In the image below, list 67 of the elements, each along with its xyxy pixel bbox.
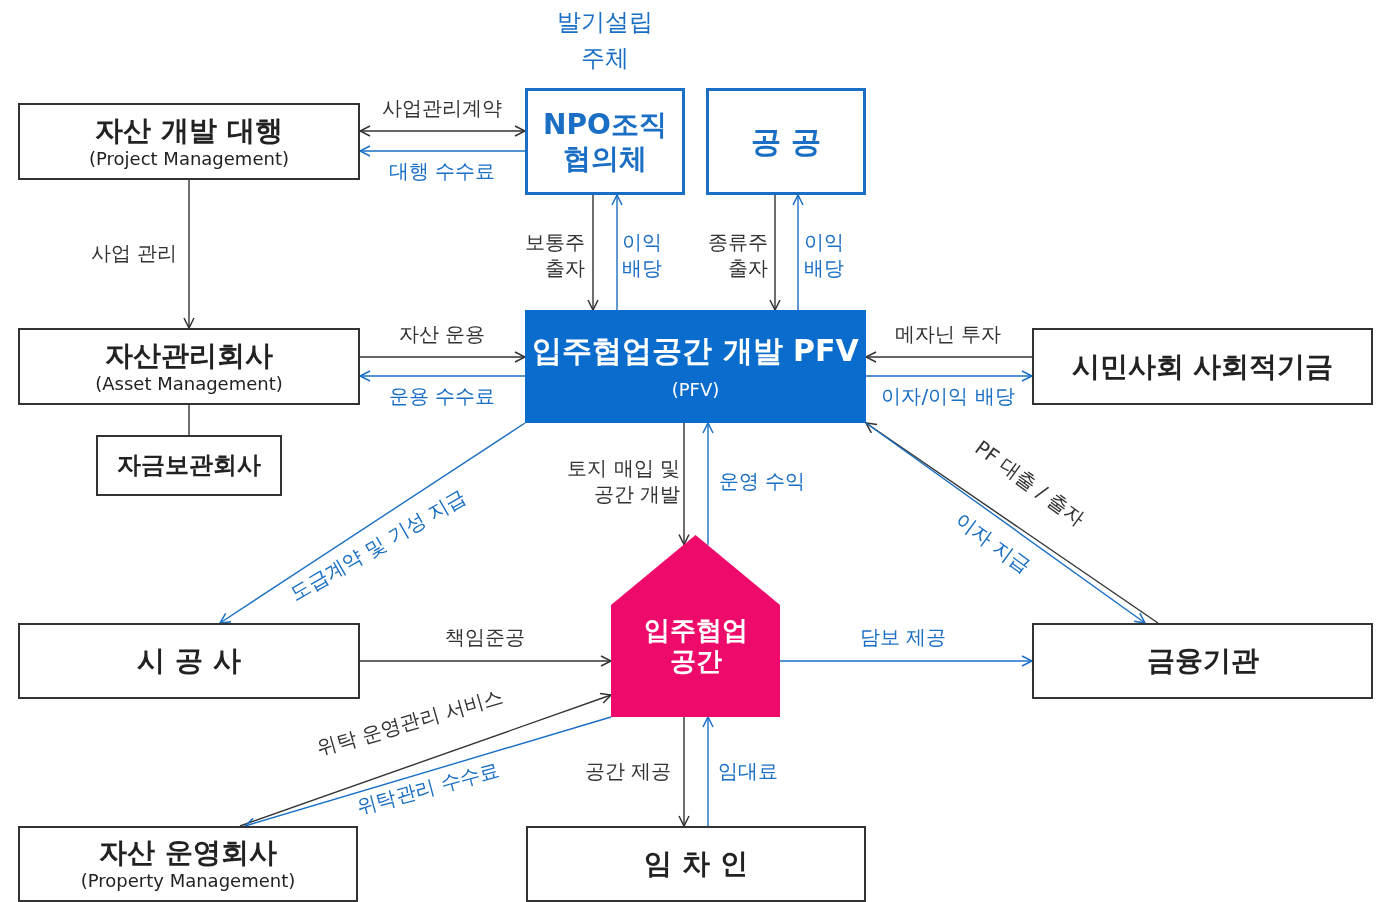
entity-box — [1032, 328, 1373, 405]
entity-box — [525, 88, 685, 195]
box-subtitle: (PFV) — [671, 378, 720, 401]
entity-box — [525, 310, 866, 423]
arrow — [865, 370, 1033, 382]
edge-label: 보통주 출자 — [524, 229, 585, 281]
box-title: 자산 개발 대행 — [95, 113, 283, 148]
entity-box — [96, 435, 282, 496]
edge-label: 이익 배당 — [622, 229, 663, 281]
edge-label: 종류주 출자 — [707, 229, 768, 281]
box-title: NPO조직 협의체 — [542, 107, 668, 176]
entity-box — [18, 103, 360, 180]
arrow — [587, 194, 599, 311]
arrow — [865, 351, 1033, 363]
edge-label: 사업 관리 — [90, 240, 178, 266]
arrow — [359, 370, 526, 382]
box-subtitle: (Property Management) — [80, 870, 296, 892]
arrow — [678, 716, 690, 827]
box-title: 금융기관 — [1146, 644, 1259, 678]
box-title: 공 공 — [750, 123, 822, 160]
edge-label: 책임준공 — [445, 624, 525, 650]
box-title: 자산 운영회사 — [99, 836, 277, 870]
arrow — [244, 716, 612, 829]
arrow — [678, 422, 690, 546]
box-title: 입주협업공간 개발 PFV — [532, 332, 859, 369]
edge-label: 담보 제공 — [859, 624, 947, 650]
box-subtitle: (Project Management) — [89, 147, 289, 170]
arrow — [792, 194, 804, 311]
entity-box — [526, 826, 866, 902]
edge-label: 토지 매입 및 공간 개발 — [566, 455, 680, 507]
arrow — [702, 422, 714, 547]
connector-line — [188, 404, 190, 436]
box-title: 임 차 인 — [644, 847, 748, 881]
entity-box — [18, 826, 358, 902]
entity-box — [18, 328, 360, 405]
node-label: 발기설립 주체 — [556, 7, 654, 74]
box-title: 시민사회 사회적기금 — [1071, 349, 1334, 384]
entity-box — [1032, 623, 1373, 699]
edge-label: 이익 배당 — [804, 229, 845, 281]
arrow — [219, 422, 526, 624]
arrow — [769, 194, 781, 311]
edge-label: 임대료 — [718, 758, 778, 784]
entity-box — [706, 88, 866, 195]
edge-label: 이자/이익 배당 — [881, 383, 1015, 409]
edge-label: 대행 수수료 — [388, 158, 496, 184]
box-title: 자금보관회사 — [117, 451, 261, 480]
arrow — [779, 655, 1033, 667]
arrow — [611, 194, 623, 311]
box-title: 자산관리회사 — [105, 338, 273, 373]
edge-label: 메자닌 투자 — [894, 321, 1002, 347]
entity-box — [18, 623, 360, 699]
edge-label: 운용 수수료 — [388, 383, 496, 409]
edge-label: 운영 수익 — [718, 468, 806, 494]
edge-label: 자산 운용 — [398, 321, 486, 347]
arrow — [359, 655, 612, 667]
edge-label: 이자 지급 — [950, 507, 1036, 579]
edge-label: 공간 제공 — [584, 758, 672, 784]
arrow — [359, 145, 526, 157]
box-subtitle: (Asset Management) — [95, 372, 283, 395]
arrow — [359, 125, 526, 137]
arrow — [359, 351, 526, 363]
arrow — [702, 716, 714, 827]
arrow — [183, 179, 195, 329]
box-title: 입주협업 공간 — [642, 614, 749, 678]
arrow — [239, 692, 612, 827]
edge-label: 사업관리계약 — [382, 95, 502, 121]
box-title: 시 공 사 — [137, 644, 241, 678]
